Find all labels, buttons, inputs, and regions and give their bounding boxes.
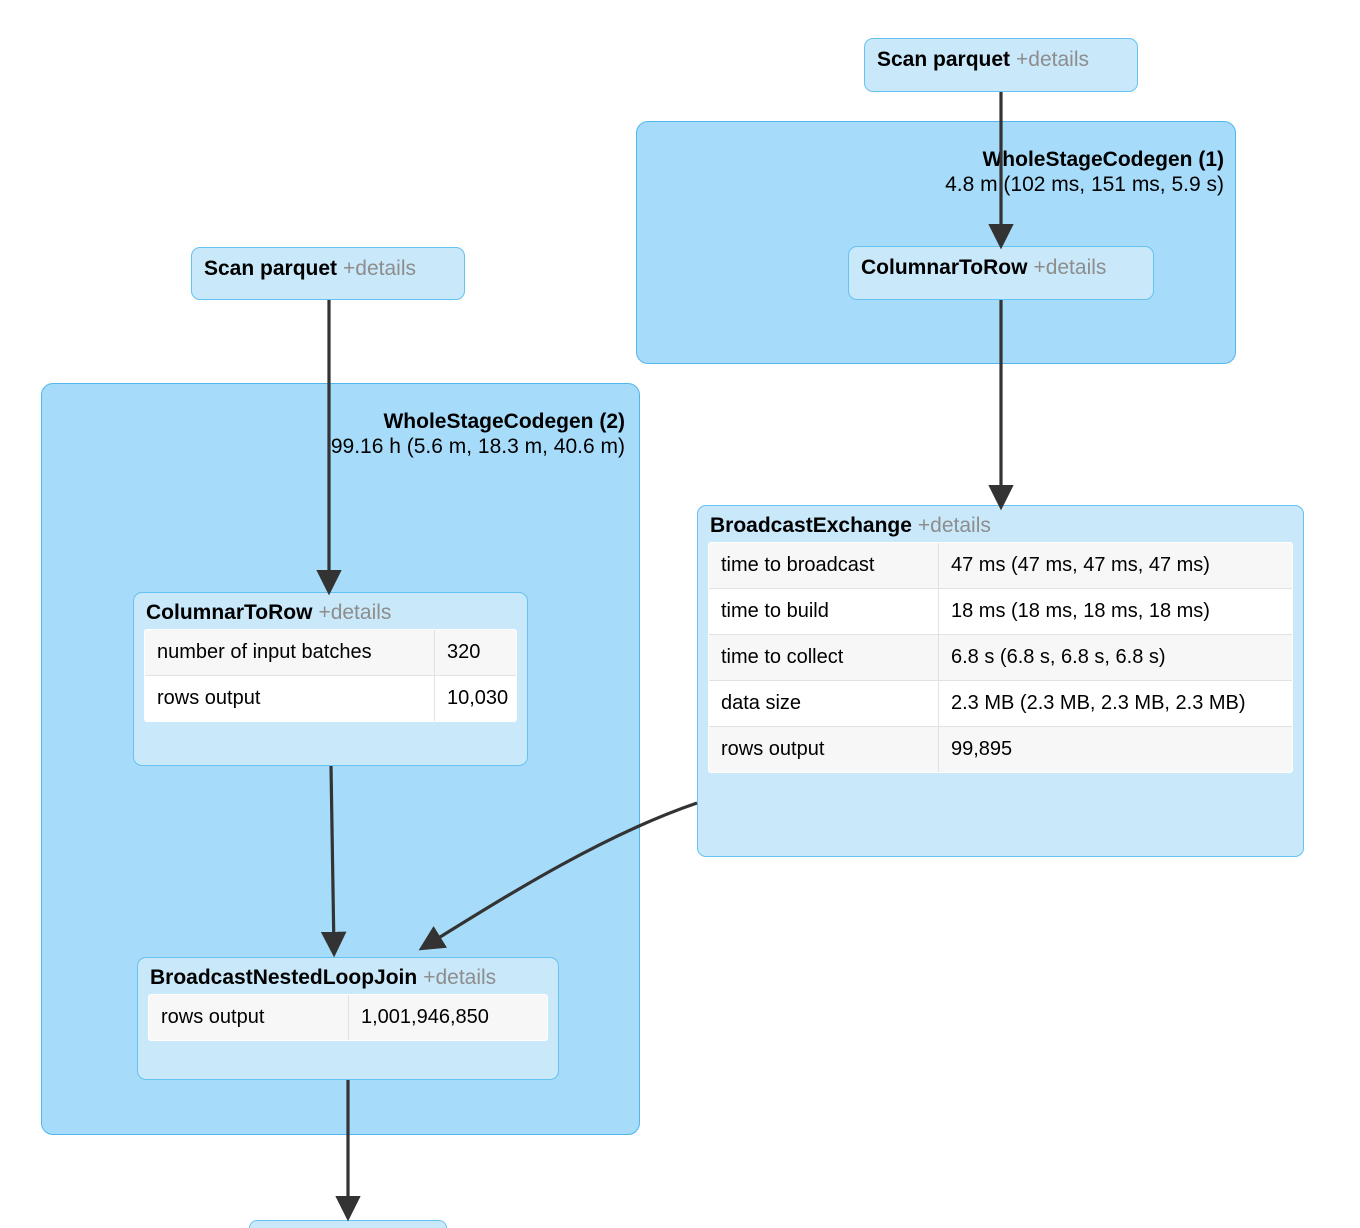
table-row: time to broadcast 47 ms (47 ms, 47 ms, 4… (709, 543, 1292, 590)
node-name: Scan parquet (204, 257, 338, 280)
metric-key: time to broadcast (709, 543, 939, 590)
metric-key: rows output (149, 995, 349, 1041)
metric-key: rows output (709, 726, 939, 773)
table-row: rows output 99,895 (709, 726, 1292, 773)
metric-value: 10,030 (434, 675, 516, 722)
metrics-table: number of input batches 320 rows output … (144, 629, 517, 723)
node-scan-parquet-right[interactable]: Scan parquet+details (864, 38, 1138, 92)
metric-value: 99,895 (938, 726, 1292, 773)
node-title: Scan parquet+details (865, 39, 1137, 78)
metric-key: number of input batches (145, 630, 435, 677)
cluster-wholestagecodegen-1 (636, 121, 1236, 364)
cluster-label-wholestagecodegen-2: WholeStageCodegen (2) 99.16 h (5.6 m, 18… (41, 410, 625, 460)
details-link[interactable]: +details (423, 966, 497, 989)
details-link[interactable]: +details (1033, 256, 1107, 279)
node-columnartorow-left[interactable]: ColumnarToRow+details number of input ba… (133, 592, 528, 766)
node-next-clipped[interactable] (249, 1220, 447, 1228)
node-name: ColumnarToRow (861, 256, 1028, 279)
cluster-metric: 4.8 m (102 ms, 151 ms, 5.9 s) (945, 172, 1224, 196)
table-row: rows output 10,030 (145, 675, 516, 722)
node-name: Scan parquet (877, 48, 1011, 71)
cluster-title: WholeStageCodegen (2) (383, 410, 625, 433)
metrics-table: rows output 1,001,946,850 (148, 994, 548, 1042)
cluster-label-wholestagecodegen-1: WholeStageCodegen (1) 4.8 m (102 ms, 151… (636, 148, 1224, 198)
metrics-table: time to broadcast 47 ms (47 ms, 47 ms, 4… (708, 542, 1293, 774)
node-scan-parquet-left[interactable]: Scan parquet+details (191, 247, 465, 300)
details-link[interactable]: +details (1016, 48, 1090, 71)
node-broadcastexchange[interactable]: BroadcastExchange+details time to broadc… (697, 505, 1304, 857)
node-title: BroadcastNestedLoopJoin+details (138, 958, 558, 994)
metric-value: 2.3 MB (2.3 MB, 2.3 MB, 2.3 MB) (938, 680, 1292, 728)
node-columnartorow-right[interactable]: ColumnarToRow+details (848, 246, 1154, 300)
node-title: ColumnarToRow+details (134, 593, 527, 629)
table-row: data size 2.3 MB (2.3 MB, 2.3 MB, 2.3 MB… (709, 680, 1292, 728)
details-link[interactable]: +details (318, 601, 392, 624)
node-broadcastnestedloopjoin[interactable]: BroadcastNestedLoopJoin+details rows out… (137, 957, 559, 1080)
table-row: number of input batches 320 (145, 630, 516, 677)
details-link[interactable]: +details (917, 514, 991, 537)
metric-value: 1,001,946,850 (348, 995, 547, 1041)
table-row: time to build 18 ms (18 ms, 18 ms, 18 ms… (709, 588, 1292, 636)
metric-key: time to collect (709, 634, 939, 682)
node-title: ColumnarToRow+details (849, 247, 1153, 286)
node-title: Scan parquet+details (192, 248, 464, 287)
node-name: BroadcastExchange (710, 514, 912, 537)
cluster-metric: 99.16 h (5.6 m, 18.3 m, 40.6 m) (330, 434, 625, 458)
cluster-title: WholeStageCodegen (1) (982, 148, 1224, 171)
metric-value: 18 ms (18 ms, 18 ms, 18 ms) (938, 588, 1292, 636)
metric-key: rows output (145, 675, 435, 722)
metric-value: 47 ms (47 ms, 47 ms, 47 ms) (938, 543, 1292, 590)
details-link[interactable]: +details (343, 257, 417, 280)
node-name: ColumnarToRow (146, 601, 313, 624)
metric-value: 320 (434, 630, 516, 677)
node-name: BroadcastNestedLoopJoin (150, 966, 418, 989)
metric-key: time to build (709, 588, 939, 636)
metric-value: 6.8 s (6.8 s, 6.8 s, 6.8 s) (938, 634, 1292, 682)
table-row: rows output 1,001,946,850 (149, 995, 547, 1041)
node-title: BroadcastExchange+details (698, 506, 1303, 542)
metric-key: data size (709, 680, 939, 728)
table-row: time to collect 6.8 s (6.8 s, 6.8 s, 6.8… (709, 634, 1292, 682)
